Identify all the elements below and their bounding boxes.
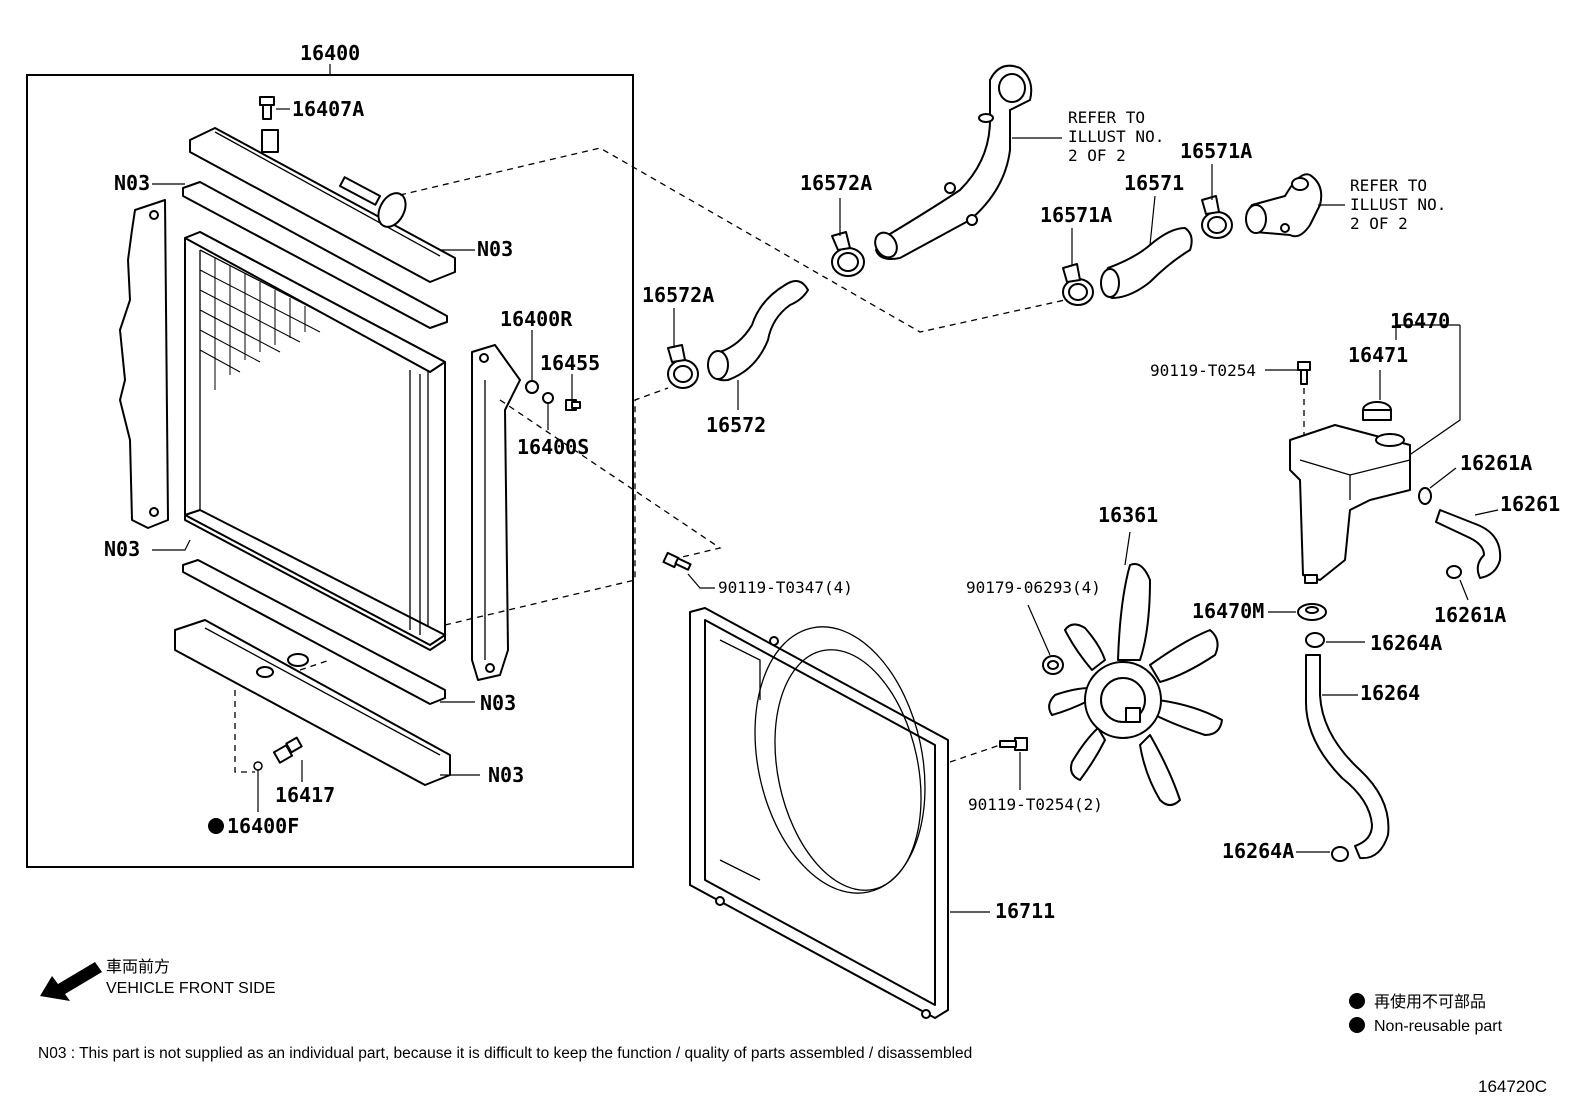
- cooling-fan[interactable]: [1048, 563, 1223, 806]
- label-fan-shroud[interactable]: 16711: [995, 899, 1055, 923]
- label-bracket-s[interactable]: 16400S: [517, 435, 589, 459]
- label-bolt-t0254[interactable]: 90119-T0254: [1150, 361, 1256, 380]
- ref-line2-b: ILLUST NO.: [1350, 195, 1446, 214]
- hose-clamp-icon-16572A-top[interactable]: [831, 231, 865, 277]
- label-o-ring[interactable]: 16400F: [227, 814, 299, 838]
- label-support-left-lower[interactable]: N03: [104, 537, 140, 561]
- label-bolt-t0254-2[interactable]: 90119-T0254(2): [968, 795, 1103, 814]
- water-inlet-housing[interactable]: [1245, 173, 1323, 238]
- label-tank-upper[interactable]: N03: [477, 237, 513, 261]
- label-hose-clamp-16572A-top[interactable]: 16572A: [800, 171, 872, 195]
- radiator-side-support-right[interactable]: [471, 344, 521, 681]
- label-hose-16572[interactable]: 16572: [706, 413, 766, 437]
- radiator-inlet-hose[interactable]: [707, 280, 809, 382]
- ref-line2-a: ILLUST NO.: [1068, 127, 1164, 146]
- bracket-s-icon[interactable]: [542, 392, 554, 404]
- radiator-lower-tank[interactable]: [174, 619, 451, 786]
- gasket-upper[interactable]: [182, 181, 448, 329]
- label-radiator-assembly[interactable]: 16400: [300, 41, 360, 65]
- label-gasket-lower[interactable]: N03: [480, 691, 516, 715]
- label-reservoir-hose[interactable]: 16264: [1360, 681, 1420, 705]
- radiator-upper-tank[interactable]: [189, 127, 456, 283]
- ref-line3-b: 2 OF 2: [1350, 214, 1408, 233]
- fan-shroud[interactable]: [689, 607, 949, 1019]
- label-drain-plug[interactable]: 16417: [275, 783, 335, 807]
- label-bolt-t0347[interactable]: 90119-T0347(4): [718, 578, 853, 597]
- hose-clamp-icon-16264A-bottom[interactable]: [1331, 846, 1349, 862]
- bolt-icon-t0254-2[interactable]: [999, 737, 1028, 751]
- legend-jp: 再使用不可部品: [1374, 993, 1486, 1011]
- non-reusable-mark-icon: [208, 818, 224, 834]
- radiator-core[interactable]: [184, 231, 446, 651]
- label-hose-clamp-16264A-top[interactable]: 16264A: [1370, 631, 1442, 655]
- hose-clamp-icon-16571A-right[interactable]: [1201, 195, 1233, 239]
- legend-en: Non-reusable part: [1374, 1018, 1503, 1035]
- vehicle-front-arrow-icon: [40, 962, 102, 1001]
- coolant-reservoir-tank[interactable]: [1289, 424, 1411, 584]
- label-drain-cock-plug[interactable]: 16407A: [292, 97, 364, 121]
- label-reservoir-assy[interactable]: 16470: [1390, 309, 1450, 333]
- bushing-icon[interactable]: [565, 399, 581, 411]
- legend-bullet-icon-en: [1349, 1017, 1365, 1033]
- label-hose-clamp-16261A-bottom[interactable]: 16261A: [1434, 603, 1506, 627]
- label-hose-clamp-16572A-left[interactable]: 16572A: [642, 283, 714, 307]
- label-cooling-fan[interactable]: 16361: [1098, 503, 1158, 527]
- nut-icon-06293[interactable]: [1042, 655, 1064, 675]
- bracket-r-icon[interactable]: [525, 380, 539, 394]
- label-hose-16571[interactable]: 16571: [1124, 171, 1184, 195]
- label-hose-clamp-16261A-top[interactable]: 16261A: [1460, 451, 1532, 475]
- footnote: N03 : This part is not supplied as an in…: [38, 1045, 972, 1062]
- bolt-icon-t0254[interactable]: [1297, 361, 1311, 385]
- hose-clamp-icon-16264A-top[interactable]: [1305, 632, 1325, 648]
- label-hose-clamp-16264A-bottom[interactable]: 16264A: [1222, 839, 1294, 863]
- label-reservoir-cap[interactable]: 16471: [1348, 343, 1408, 367]
- legend-bullet-icon-jp: [1349, 993, 1365, 1009]
- reservoir-cap-icon[interactable]: [1362, 401, 1392, 421]
- label-bushing[interactable]: 16455: [540, 351, 600, 375]
- direction-jp: 車両前方: [106, 958, 170, 976]
- label-nut-06293[interactable]: 90179-06293(4): [966, 578, 1101, 597]
- illustration-id: 164720C: [1478, 1077, 1547, 1096]
- label-hose-clamp-16571A-left[interactable]: 16571A: [1040, 203, 1112, 227]
- direction-en: VEHICLE FRONT SIDE: [106, 980, 276, 997]
- ref-line1-b: REFER TO: [1350, 176, 1427, 195]
- overflow-hose-16261[interactable]: [1435, 509, 1502, 579]
- reservoir-hose-16264[interactable]: [1304, 654, 1390, 860]
- o-ring-icon[interactable]: [253, 761, 263, 771]
- label-hose-clamp-16571A-right[interactable]: 16571A: [1180, 139, 1252, 163]
- grommet-icon[interactable]: [1297, 603, 1327, 621]
- ref-line1-a: REFER TO: [1068, 108, 1145, 127]
- hose-clamp-icon-16261A-top[interactable]: [1418, 487, 1432, 505]
- label-bracket-r[interactable]: 16400R: [500, 307, 573, 331]
- bolt-icon-t0347[interactable]: [662, 551, 692, 571]
- label-overflow-hose[interactable]: 16261: [1500, 492, 1560, 516]
- hose-clamp-icon-16572A-left[interactable]: [667, 344, 699, 389]
- drain-plug-icon[interactable]: [272, 736, 303, 764]
- label-gasket-upper[interactable]: N03: [114, 171, 150, 195]
- ref-line3-a: 2 OF 2: [1068, 146, 1126, 165]
- hose-clamp-icon-16571A-left[interactable]: [1062, 263, 1094, 306]
- water-outlet-pipe[interactable]: [871, 64, 1033, 262]
- gasket-lower[interactable]: [182, 559, 446, 705]
- bypass-hose[interactable]: [1100, 227, 1193, 299]
- hose-clamp-icon-16261A-bottom[interactable]: [1446, 565, 1462, 579]
- drain-cock-plug-icon[interactable]: [259, 96, 275, 120]
- radiator-side-support-left[interactable]: [119, 199, 169, 529]
- label-grommet[interactable]: 16470M: [1192, 599, 1264, 623]
- label-tank-lower[interactable]: N03: [488, 763, 524, 787]
